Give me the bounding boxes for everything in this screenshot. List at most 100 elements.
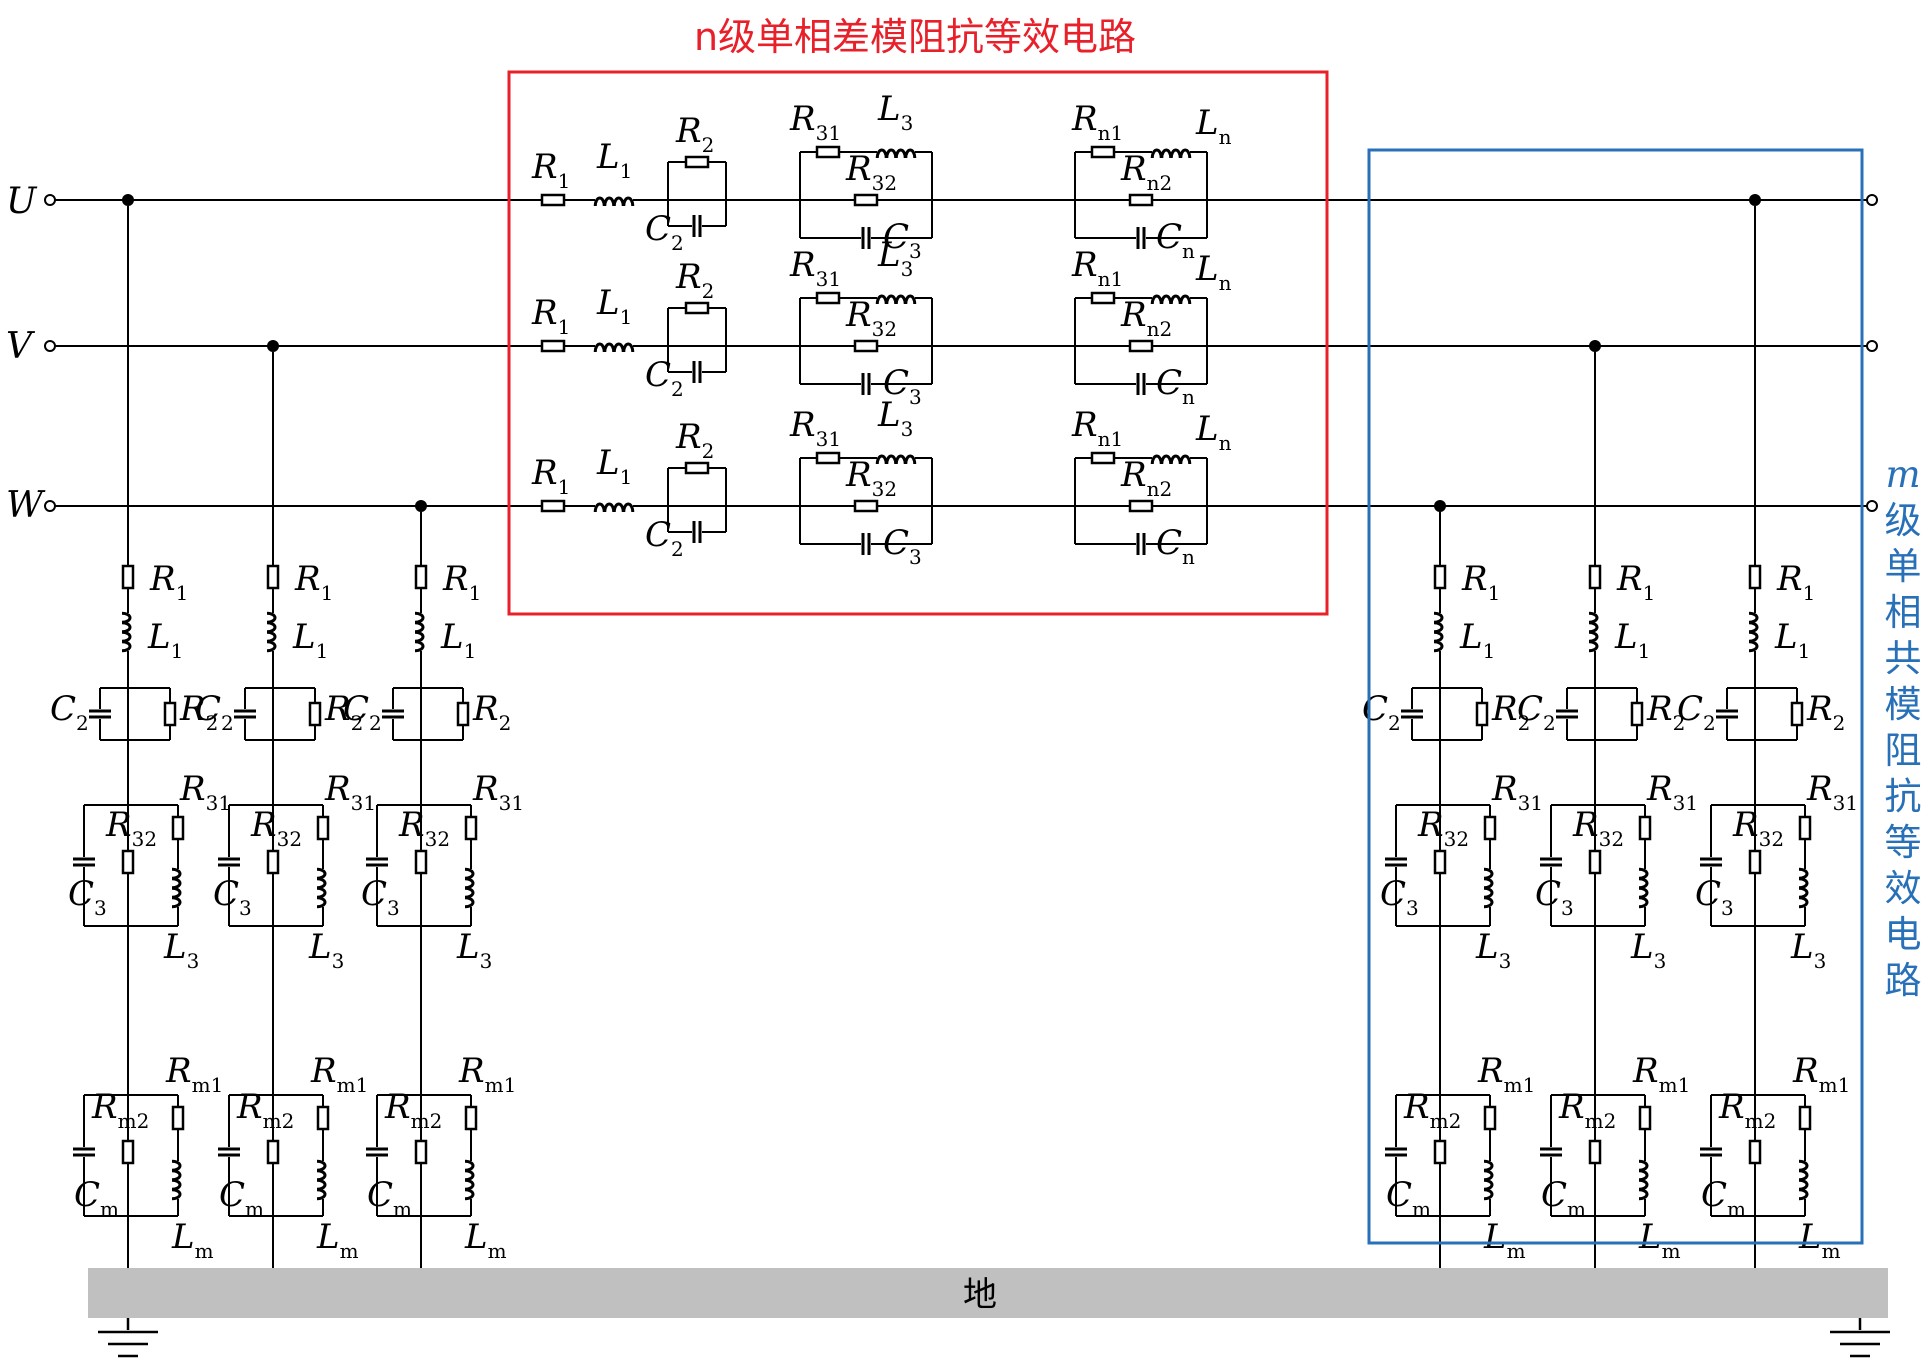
resistor-symbol bbox=[121, 1139, 135, 1165]
resistor-symbol bbox=[266, 1139, 280, 1165]
capacitor-bg bbox=[692, 520, 702, 544]
resistor-symbol bbox=[308, 701, 322, 727]
label-r31: R31 bbox=[789, 99, 841, 145]
resistor-symbol bbox=[266, 849, 280, 875]
inductor-symbol bbox=[593, 342, 635, 353]
capacitor-bg bbox=[692, 214, 702, 238]
label-c2: C2 bbox=[645, 515, 684, 561]
inductor-symbol bbox=[1748, 611, 1759, 653]
resistor-symbol bbox=[414, 1139, 428, 1165]
label-c2: C2 bbox=[343, 689, 382, 735]
resistor-symbol bbox=[1483, 815, 1497, 841]
label-ln: Ln bbox=[1195, 249, 1232, 295]
ground-symbol bbox=[98, 1318, 158, 1358]
label-cn: Cn bbox=[1156, 363, 1195, 409]
label-r31: R31 bbox=[1646, 769, 1698, 815]
label-l1: L1 bbox=[147, 617, 183, 663]
label-rm2: Rm2 bbox=[1558, 1087, 1616, 1133]
label-r1: R1 bbox=[149, 559, 188, 605]
resistor-symbol bbox=[464, 1105, 478, 1131]
resistor-symbol bbox=[540, 339, 566, 353]
resistor-symbol bbox=[853, 193, 879, 207]
label-l1: L1 bbox=[1459, 617, 1495, 663]
label-c2: C2 bbox=[1677, 689, 1716, 735]
capacitor-bg bbox=[1400, 709, 1424, 719]
ground-label: 地 bbox=[963, 1275, 997, 1315]
resistor-symbol bbox=[121, 564, 135, 590]
inductor-symbol bbox=[593, 502, 635, 513]
junction-dot bbox=[1749, 194, 1761, 206]
label-r32: R32 bbox=[250, 805, 302, 851]
resistor-symbol bbox=[540, 499, 566, 513]
label-c3: C3 bbox=[883, 217, 922, 263]
resistor-symbol bbox=[1798, 1105, 1812, 1131]
diff-mode-box bbox=[507, 70, 1329, 616]
terminal bbox=[44, 194, 56, 206]
label-cm: Cm bbox=[367, 1175, 412, 1221]
label-cn: Cn bbox=[1156, 217, 1195, 263]
label-r1: R1 bbox=[442, 559, 481, 605]
resistor-symbol bbox=[1483, 1105, 1497, 1131]
capacitor-bg bbox=[1136, 532, 1146, 556]
inductor-symbol bbox=[875, 148, 917, 159]
resistor-symbol bbox=[684, 301, 710, 315]
label-rm2: Rm2 bbox=[91, 1087, 149, 1133]
phase-label-w: W bbox=[6, 485, 46, 526]
resistor-symbol bbox=[171, 1105, 185, 1131]
inductor-symbol bbox=[316, 1159, 327, 1201]
label-r1: R1 bbox=[531, 293, 570, 339]
resistor-symbol bbox=[121, 849, 135, 875]
label-lm: Lm bbox=[1798, 1217, 1841, 1263]
label-r2: R2 bbox=[1806, 689, 1845, 735]
label-c3: C3 bbox=[68, 874, 107, 920]
label-c2: C2 bbox=[50, 689, 89, 735]
label-r1: R1 bbox=[1461, 559, 1500, 605]
label-cm: Cm bbox=[219, 1175, 264, 1221]
label-r1: R1 bbox=[1776, 559, 1815, 605]
capacitor-bg bbox=[72, 1147, 96, 1157]
resistor-symbol bbox=[1128, 499, 1154, 513]
label-lm: Lm bbox=[464, 1217, 507, 1263]
resistor-symbol bbox=[853, 339, 879, 353]
label-l3: L3 bbox=[456, 927, 492, 973]
label-r32: R32 bbox=[1572, 805, 1624, 851]
diff-mode-title: n级单相差模阻抗等效电路 bbox=[694, 15, 1136, 59]
resistor-symbol bbox=[1433, 849, 1447, 875]
label-c3: C3 bbox=[883, 523, 922, 569]
resistor-symbol bbox=[1588, 1139, 1602, 1165]
terminal bbox=[44, 500, 56, 512]
label-c3: C3 bbox=[1380, 874, 1419, 920]
label-rm1: Rm1 bbox=[458, 1051, 516, 1097]
capacitor-bg bbox=[365, 857, 389, 867]
capacitor-bg bbox=[1555, 709, 1579, 719]
junction-dot bbox=[122, 194, 134, 206]
inductor-symbol bbox=[1798, 1159, 1809, 1201]
label-c2: C2 bbox=[645, 355, 684, 401]
capacitor-bg bbox=[861, 226, 871, 250]
inductor-symbol bbox=[875, 454, 917, 465]
capacitor-bg bbox=[1699, 1147, 1723, 1157]
label-r31: R31 bbox=[472, 769, 524, 815]
label-rm2: Rm2 bbox=[236, 1087, 294, 1133]
label-cm: Cm bbox=[1701, 1175, 1746, 1221]
label-rn1: Rn1 bbox=[1071, 245, 1123, 291]
inductor-symbol bbox=[171, 867, 182, 909]
label-l1: L1 bbox=[1614, 617, 1650, 663]
label-l3: L3 bbox=[163, 927, 199, 973]
resistor-symbol bbox=[163, 701, 177, 727]
inductor-symbol bbox=[171, 1159, 182, 1201]
common-mode-box bbox=[1367, 148, 1864, 1245]
label-r31: R31 bbox=[179, 769, 231, 815]
label-r31: R31 bbox=[1491, 769, 1543, 815]
label-r32: R32 bbox=[1417, 805, 1469, 851]
capacitor-bg bbox=[861, 532, 871, 556]
label-lm: Lm bbox=[1638, 1217, 1681, 1263]
capacitor-bg bbox=[1384, 1147, 1408, 1157]
inductor-symbol bbox=[1638, 1159, 1649, 1201]
components bbox=[44, 145, 1890, 1358]
capacitor-bg bbox=[233, 709, 257, 719]
resistor-symbol bbox=[540, 193, 566, 207]
inductor-symbol bbox=[414, 611, 425, 653]
resistor-symbol bbox=[1090, 145, 1116, 159]
